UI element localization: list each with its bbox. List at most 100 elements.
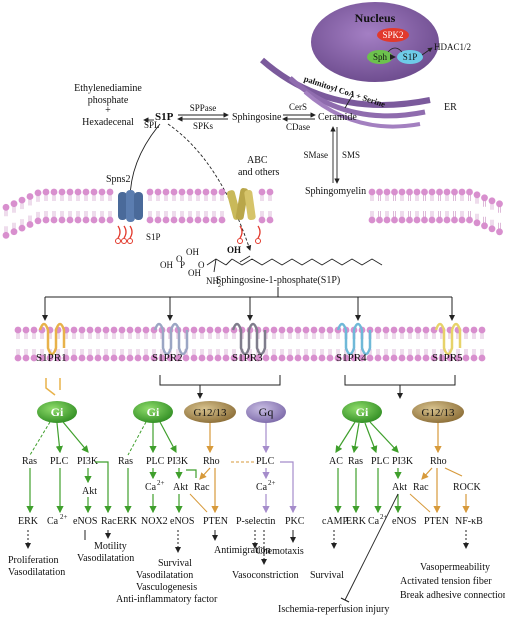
lipid-tail — [180, 211, 184, 217]
lipid-head — [102, 326, 110, 334]
plus-label: + — [105, 105, 111, 116]
lipid-tail — [56, 349, 60, 355]
lipid-head — [473, 219, 481, 227]
lipid-tail — [260, 211, 264, 217]
lipid-tail — [400, 333, 404, 339]
lipid-head — [2, 231, 10, 239]
gprotein-gi-2: Gi — [133, 401, 173, 423]
lipid-tail — [172, 211, 176, 217]
lipid-head — [210, 216, 218, 224]
svg-text:2+: 2+ — [60, 513, 68, 521]
lipid-tail — [12, 206, 16, 213]
lipid-tail — [393, 211, 396, 217]
lipid-tail — [192, 349, 196, 355]
spk2-label: SPK2 — [382, 30, 403, 40]
lipid-head — [142, 354, 150, 362]
lipid-head — [106, 188, 114, 196]
svg-text:Gi: Gi — [147, 405, 160, 419]
lipid-head — [406, 216, 413, 224]
lipid-tail — [68, 195, 72, 201]
lipid-head — [421, 216, 428, 224]
svg-text:Akt: Akt — [173, 482, 188, 493]
svg-text:Vasculogenesis: Vasculogenesis — [136, 582, 197, 593]
svg-text:ROCK: ROCK — [453, 482, 482, 493]
lipid-head — [62, 354, 70, 362]
lipid-tail — [100, 195, 104, 201]
lipid-tail — [76, 211, 80, 217]
lipid-head — [318, 326, 326, 334]
lipid-head — [422, 326, 430, 334]
receptor-s1pr2: S1PR2 — [152, 322, 189, 364]
lipid-head — [30, 354, 38, 362]
lipid-tail — [400, 195, 404, 201]
gprotein-gi-1: Gi — [37, 401, 77, 423]
lipid-tail — [448, 333, 452, 339]
lipid-head — [66, 216, 74, 224]
lipid-head — [470, 354, 478, 362]
lipid-head — [66, 188, 74, 196]
lipid-tail — [483, 216, 486, 223]
lipid-tail — [212, 195, 216, 201]
receptor-s1pr3: S1PR3 — [231, 322, 267, 364]
lipid-tail — [468, 211, 471, 217]
svg-text:Antimigration: Antimigration — [214, 545, 271, 556]
lipid-tail — [136, 349, 140, 355]
lipid-head — [166, 354, 174, 362]
lipid-head — [466, 216, 473, 224]
svg-text:Ischemia-reperfusion injury: Ischemia-reperfusion injury — [278, 604, 389, 615]
abc-transporter: ABC and others — [226, 155, 279, 221]
lipid-head — [186, 188, 194, 196]
lipid-tail — [120, 333, 124, 339]
lipid-head — [70, 354, 78, 362]
svg-text:NOX2: NOX2 — [141, 516, 168, 527]
lipid-head — [34, 217, 42, 225]
lipid-tail — [320, 349, 324, 355]
lipid-tail — [430, 211, 434, 217]
lipid-tail — [220, 195, 224, 201]
lipid-tail — [423, 195, 426, 201]
lipid-tail — [64, 349, 68, 355]
lipid-tail — [32, 349, 36, 355]
lipid-head — [126, 326, 134, 334]
lipid-head — [218, 216, 226, 224]
lipid-tail — [296, 333, 300, 339]
lipid-tail — [415, 195, 419, 201]
lipid-head — [383, 188, 391, 196]
lipid-tail — [272, 349, 276, 355]
spk2-node — [377, 28, 409, 42]
lipid-tail — [312, 349, 316, 355]
svg-text:eNOS: eNOS — [170, 516, 194, 527]
lipid-head — [150, 354, 158, 362]
svg-text:Vasodilatation: Vasodilatation — [77, 553, 134, 564]
lipid-head — [146, 188, 154, 196]
receptor-s1pr4: S1PR4 — [336, 322, 372, 364]
s1p-exported-label: S1P — [146, 232, 161, 242]
lipid-head — [326, 354, 334, 362]
lipid-head — [74, 216, 82, 224]
lipid-tail — [432, 333, 436, 339]
lipid-head — [202, 216, 210, 224]
gprotein-gq: Gq — [246, 401, 286, 423]
svg-text:G12/13: G12/13 — [194, 407, 228, 419]
lipid-head — [421, 188, 428, 196]
lipid-tail — [232, 349, 236, 355]
lipid-tail — [456, 349, 460, 355]
lipid-tail — [196, 195, 200, 201]
er-label: ER — [444, 102, 457, 113]
lipid-tail — [468, 195, 471, 201]
lipid-tail — [416, 333, 420, 339]
sph-label: Sph — [373, 52, 388, 62]
lipid-head — [86, 354, 94, 362]
lipid-head — [178, 216, 186, 224]
lipid-tail — [52, 211, 56, 217]
plasma-membrane-upper — [2, 188, 503, 239]
lipid-head — [2, 203, 10, 211]
svg-text:ERK: ERK — [346, 516, 367, 527]
svg-text:S1PR1: S1PR1 — [36, 352, 67, 364]
svg-text:PLC: PLC — [256, 456, 275, 467]
lipid-head — [368, 188, 376, 196]
lipid-head — [376, 188, 383, 196]
lipid-head — [414, 326, 422, 334]
lipid-head — [198, 354, 206, 362]
lipid-tail — [438, 195, 441, 201]
